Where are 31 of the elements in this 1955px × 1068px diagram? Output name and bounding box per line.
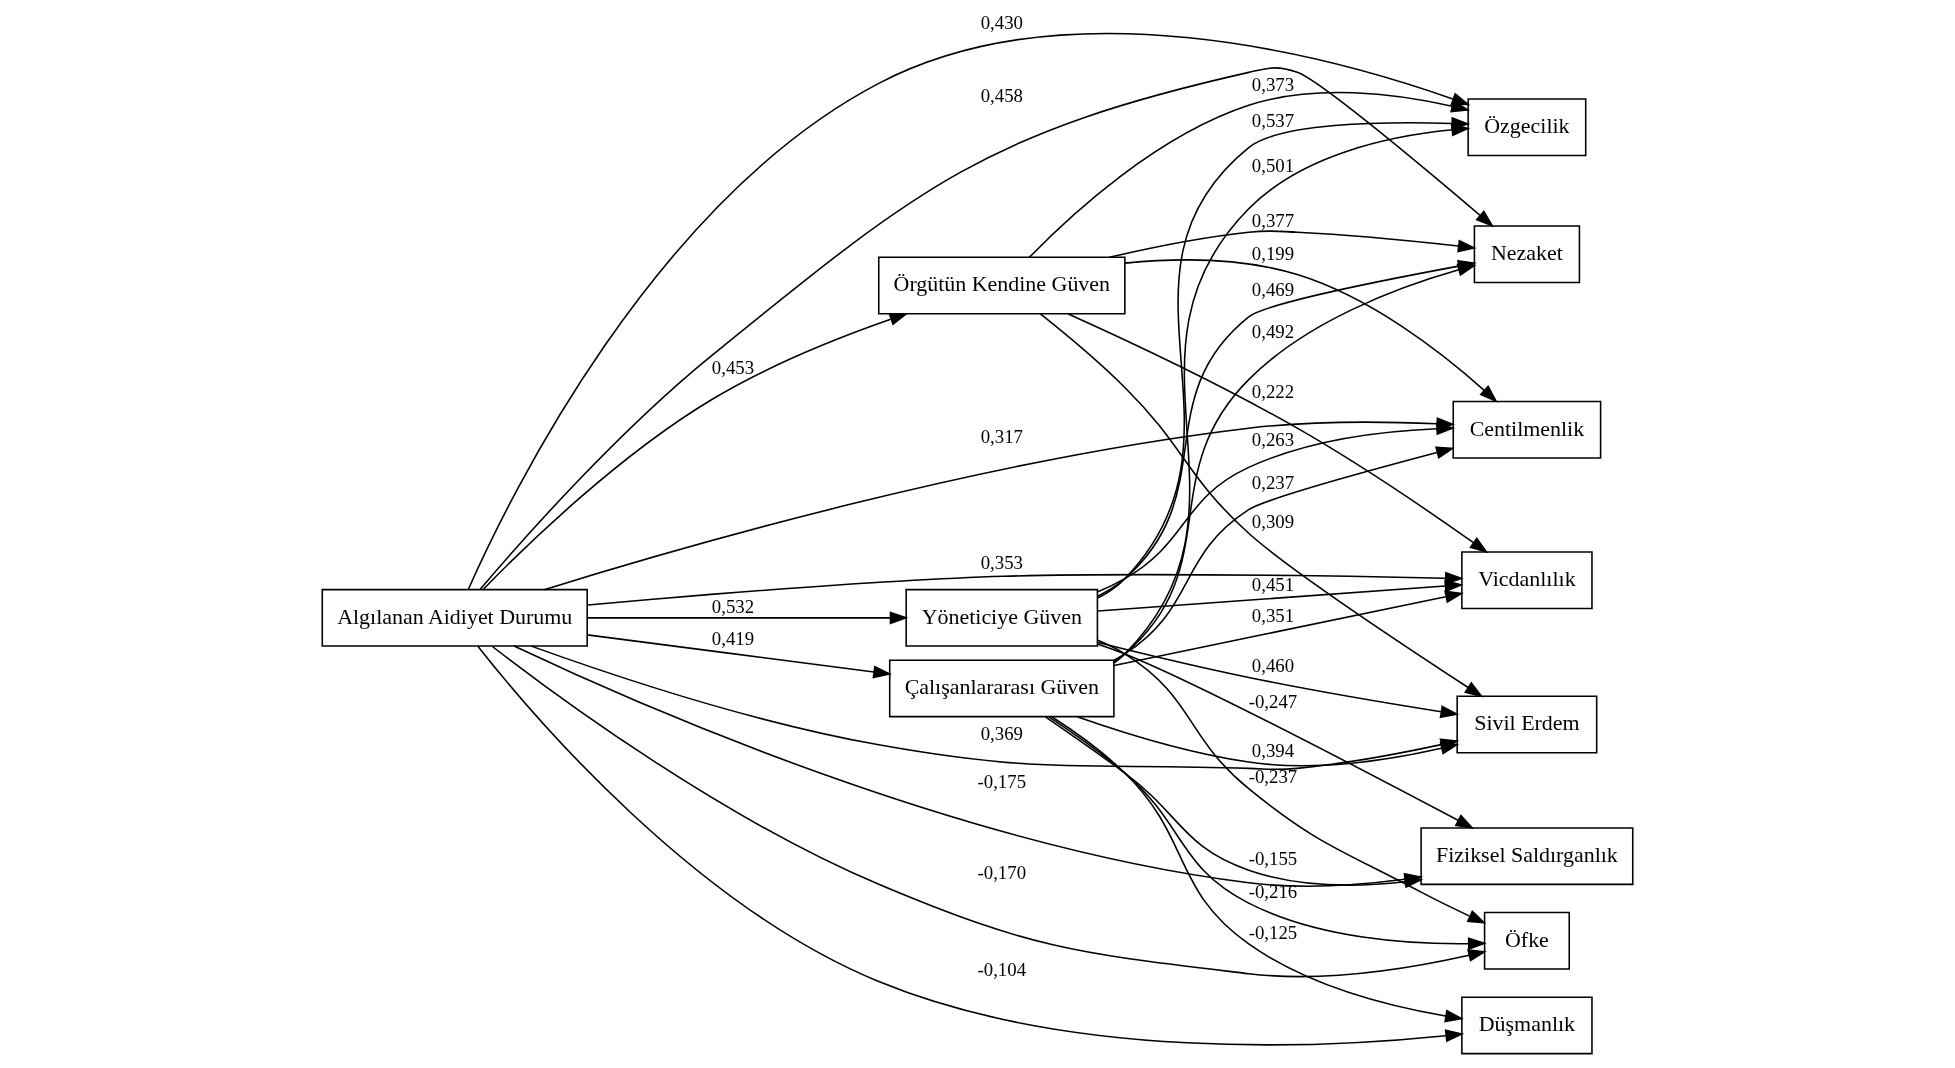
edge-label: 0,373	[1251, 73, 1295, 95]
edge-label: 0,430	[980, 12, 1023, 34]
edge-label: -0,175	[977, 771, 1027, 793]
edge-label: -0,216	[1248, 880, 1298, 902]
edge-label: 0,199	[1251, 242, 1295, 264]
edge-label: 0,469	[1251, 278, 1295, 300]
edge-label: 0,351	[1251, 604, 1295, 626]
edge-label: 0,263	[1251, 429, 1295, 451]
edge-label: 0,377	[1251, 209, 1295, 231]
edge-label: 0,537	[1251, 109, 1295, 131]
edge-label: 0,501	[1251, 155, 1295, 177]
edge-label: -0,155	[1248, 847, 1298, 869]
edge-label: 0,317	[980, 426, 1023, 448]
edge-label: 0,237	[1251, 471, 1295, 493]
edge-label: -0,237	[1248, 766, 1298, 788]
edge-label: 0,394	[1251, 739, 1295, 761]
edge-label: 0,451	[1251, 573, 1295, 595]
edge-label: 0,532	[711, 595, 755, 617]
edge-label: 0,419	[711, 628, 755, 650]
edge-label: 0,222	[1251, 380, 1295, 402]
edge-label: 0,460	[1251, 655, 1295, 677]
edge-label: 0,453	[711, 357, 755, 379]
edge-label: 0,369	[980, 722, 1023, 744]
edge-label: 0,458	[980, 84, 1023, 106]
edge-label: 0,309	[1251, 510, 1295, 532]
edge-label: -0,104	[977, 959, 1027, 981]
edge-label: -0,247	[1248, 691, 1298, 713]
edge-label: -0,170	[977, 862, 1027, 884]
edge-label: -0,125	[1248, 921, 1298, 943]
edge-label: 0,353	[980, 551, 1023, 573]
edge-label: 0,492	[1251, 321, 1295, 343]
